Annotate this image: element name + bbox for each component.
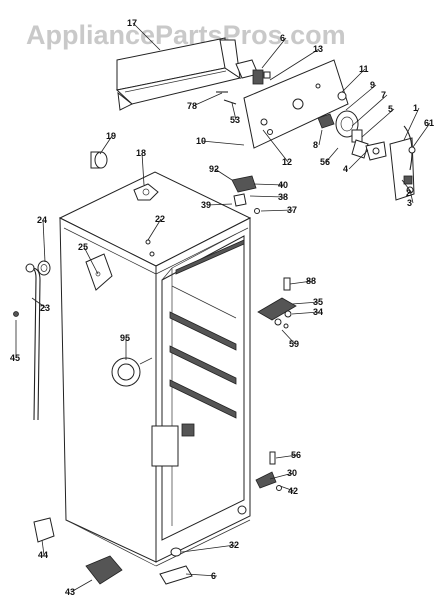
callout-label-c38: 38 bbox=[278, 192, 288, 202]
callout-leader-c17 bbox=[132, 22, 161, 51]
watermark-text: AppliancePartsPros.com bbox=[26, 20, 346, 50]
callout-leader-c92 bbox=[214, 168, 233, 181]
callout-label-c40: 40 bbox=[278, 180, 288, 190]
callout-leader-c8 bbox=[318, 129, 323, 146]
callout-label-c18: 18 bbox=[136, 148, 146, 158]
callout-leader-c42 bbox=[279, 485, 295, 492]
callout-leader-c32 bbox=[181, 544, 236, 553]
drain-grommet-part bbox=[111, 357, 153, 387]
callout-label-c32: 32 bbox=[229, 540, 239, 550]
callout-label-c59: 59 bbox=[289, 339, 299, 349]
callout-leader-c1 bbox=[403, 107, 420, 141]
callout-label-c56a: 56 bbox=[320, 157, 330, 167]
callout-leader-c12 bbox=[262, 129, 289, 163]
callout-label-c35: 35 bbox=[313, 297, 323, 307]
callout-leader-c34 bbox=[291, 311, 320, 315]
shelf-bracket-parts bbox=[257, 277, 297, 329]
callout-leader-c44 bbox=[41, 539, 45, 556]
callout-label-c39: 39 bbox=[201, 200, 211, 210]
callout-label-c24: 24 bbox=[37, 215, 47, 225]
callout-leader-c22 bbox=[147, 218, 162, 241]
top-shelf-part bbox=[115, 37, 242, 111]
callout-leader-c35 bbox=[291, 301, 320, 305]
callout-leader-c43 bbox=[70, 579, 93, 593]
callout-leader-c6b bbox=[185, 573, 218, 577]
callout-label-c9: 9 bbox=[370, 80, 375, 90]
callout-label-c13: 13 bbox=[313, 44, 323, 54]
callout-leader-c25 bbox=[83, 246, 99, 275]
callout-leader-c56a bbox=[325, 147, 339, 163]
callout-label-c37: 37 bbox=[287, 205, 297, 215]
callout-label-c19: 19 bbox=[106, 131, 116, 141]
callout-leader-c3 bbox=[409, 189, 414, 204]
callout-leader-c4 bbox=[348, 149, 369, 170]
control-dial-assembly bbox=[317, 91, 387, 161]
callout-label-c25: 25 bbox=[78, 242, 88, 252]
callout-leader-c38 bbox=[249, 195, 285, 198]
lower-hinge-parts bbox=[255, 451, 282, 491]
callout-label-c95: 95 bbox=[120, 333, 130, 343]
callout-leader-c23 bbox=[31, 297, 47, 309]
callout-label-c92: 92 bbox=[209, 164, 219, 174]
callout-label-c42: 42 bbox=[288, 486, 298, 496]
cabinet-top-parts bbox=[133, 175, 260, 257]
callout-leader-c6 bbox=[261, 37, 287, 69]
callout-leader-c24 bbox=[42, 219, 46, 263]
callout-label-c53: 53 bbox=[230, 115, 240, 125]
callout-leader-c40 bbox=[253, 183, 285, 186]
callout-label-c8: 8 bbox=[313, 140, 318, 150]
callout-leader-c11 bbox=[341, 68, 366, 93]
callout-label-c44: 44 bbox=[38, 550, 48, 560]
callout-leader-c9 bbox=[345, 84, 377, 111]
callout-leader-c18 bbox=[141, 152, 145, 186]
callout-label-c56b: 56 bbox=[291, 450, 301, 460]
light-switch-bracket-part bbox=[389, 125, 416, 201]
callout-label-c5: 5 bbox=[388, 104, 393, 114]
defrost-drain-tube bbox=[13, 260, 51, 421]
callout-label-c78: 78 bbox=[187, 101, 197, 111]
callout-label-c7: 7 bbox=[381, 90, 386, 100]
screw-parts bbox=[216, 91, 237, 105]
control-panel-part bbox=[243, 59, 349, 149]
callout-label-c4: 4 bbox=[343, 164, 348, 174]
bottom-parts bbox=[33, 505, 247, 585]
callout-leader-c19 bbox=[99, 135, 113, 155]
callout-leader-c78 bbox=[192, 92, 223, 107]
callout-label-c6b: 6 bbox=[211, 571, 216, 581]
callout-label-c34: 34 bbox=[313, 307, 323, 317]
callout-label-c6: 6 bbox=[280, 33, 285, 43]
callout-label-c61: 61 bbox=[424, 118, 434, 128]
callout-label-c43: 43 bbox=[65, 587, 75, 597]
callout-leader-c13 bbox=[269, 48, 320, 81]
callout-leader-c56b bbox=[275, 454, 298, 459]
callout-leader-c37 bbox=[260, 209, 294, 212]
callout-leader-c61 bbox=[412, 122, 431, 148]
callout-label-c88: 88 bbox=[306, 276, 316, 286]
callout-leader-c30 bbox=[269, 472, 294, 480]
callout-label-c23: 23 bbox=[40, 303, 50, 313]
callout-leader-c5 bbox=[361, 108, 395, 138]
shelf-rails bbox=[151, 239, 245, 467]
cabinet-shell bbox=[58, 171, 252, 567]
callout-leader-c39 bbox=[206, 203, 233, 206]
callout-label-c22: 22 bbox=[155, 214, 165, 224]
callout-leader-c88 bbox=[289, 280, 313, 285]
callout-label-c11: 11 bbox=[359, 64, 369, 74]
callout-label-c1: 1 bbox=[413, 103, 418, 113]
callout-label-c30: 30 bbox=[287, 468, 297, 478]
callout-leader-c59 bbox=[281, 329, 296, 345]
damper-part bbox=[90, 151, 108, 169]
callout-leader-c53 bbox=[231, 102, 237, 121]
callout-label-c3: 3 bbox=[407, 198, 412, 208]
callout-label-c10: 10 bbox=[196, 136, 206, 146]
callout-leader-c10 bbox=[201, 140, 245, 146]
callout-label-c45: 45 bbox=[10, 353, 20, 363]
callout-label-c2: 2 bbox=[406, 188, 411, 198]
callout-label-c17: 17 bbox=[127, 18, 137, 28]
hinge-bracket-part bbox=[235, 59, 271, 85]
callout-leader-c7 bbox=[351, 94, 388, 127]
callout-label-c12: 12 bbox=[282, 157, 292, 167]
